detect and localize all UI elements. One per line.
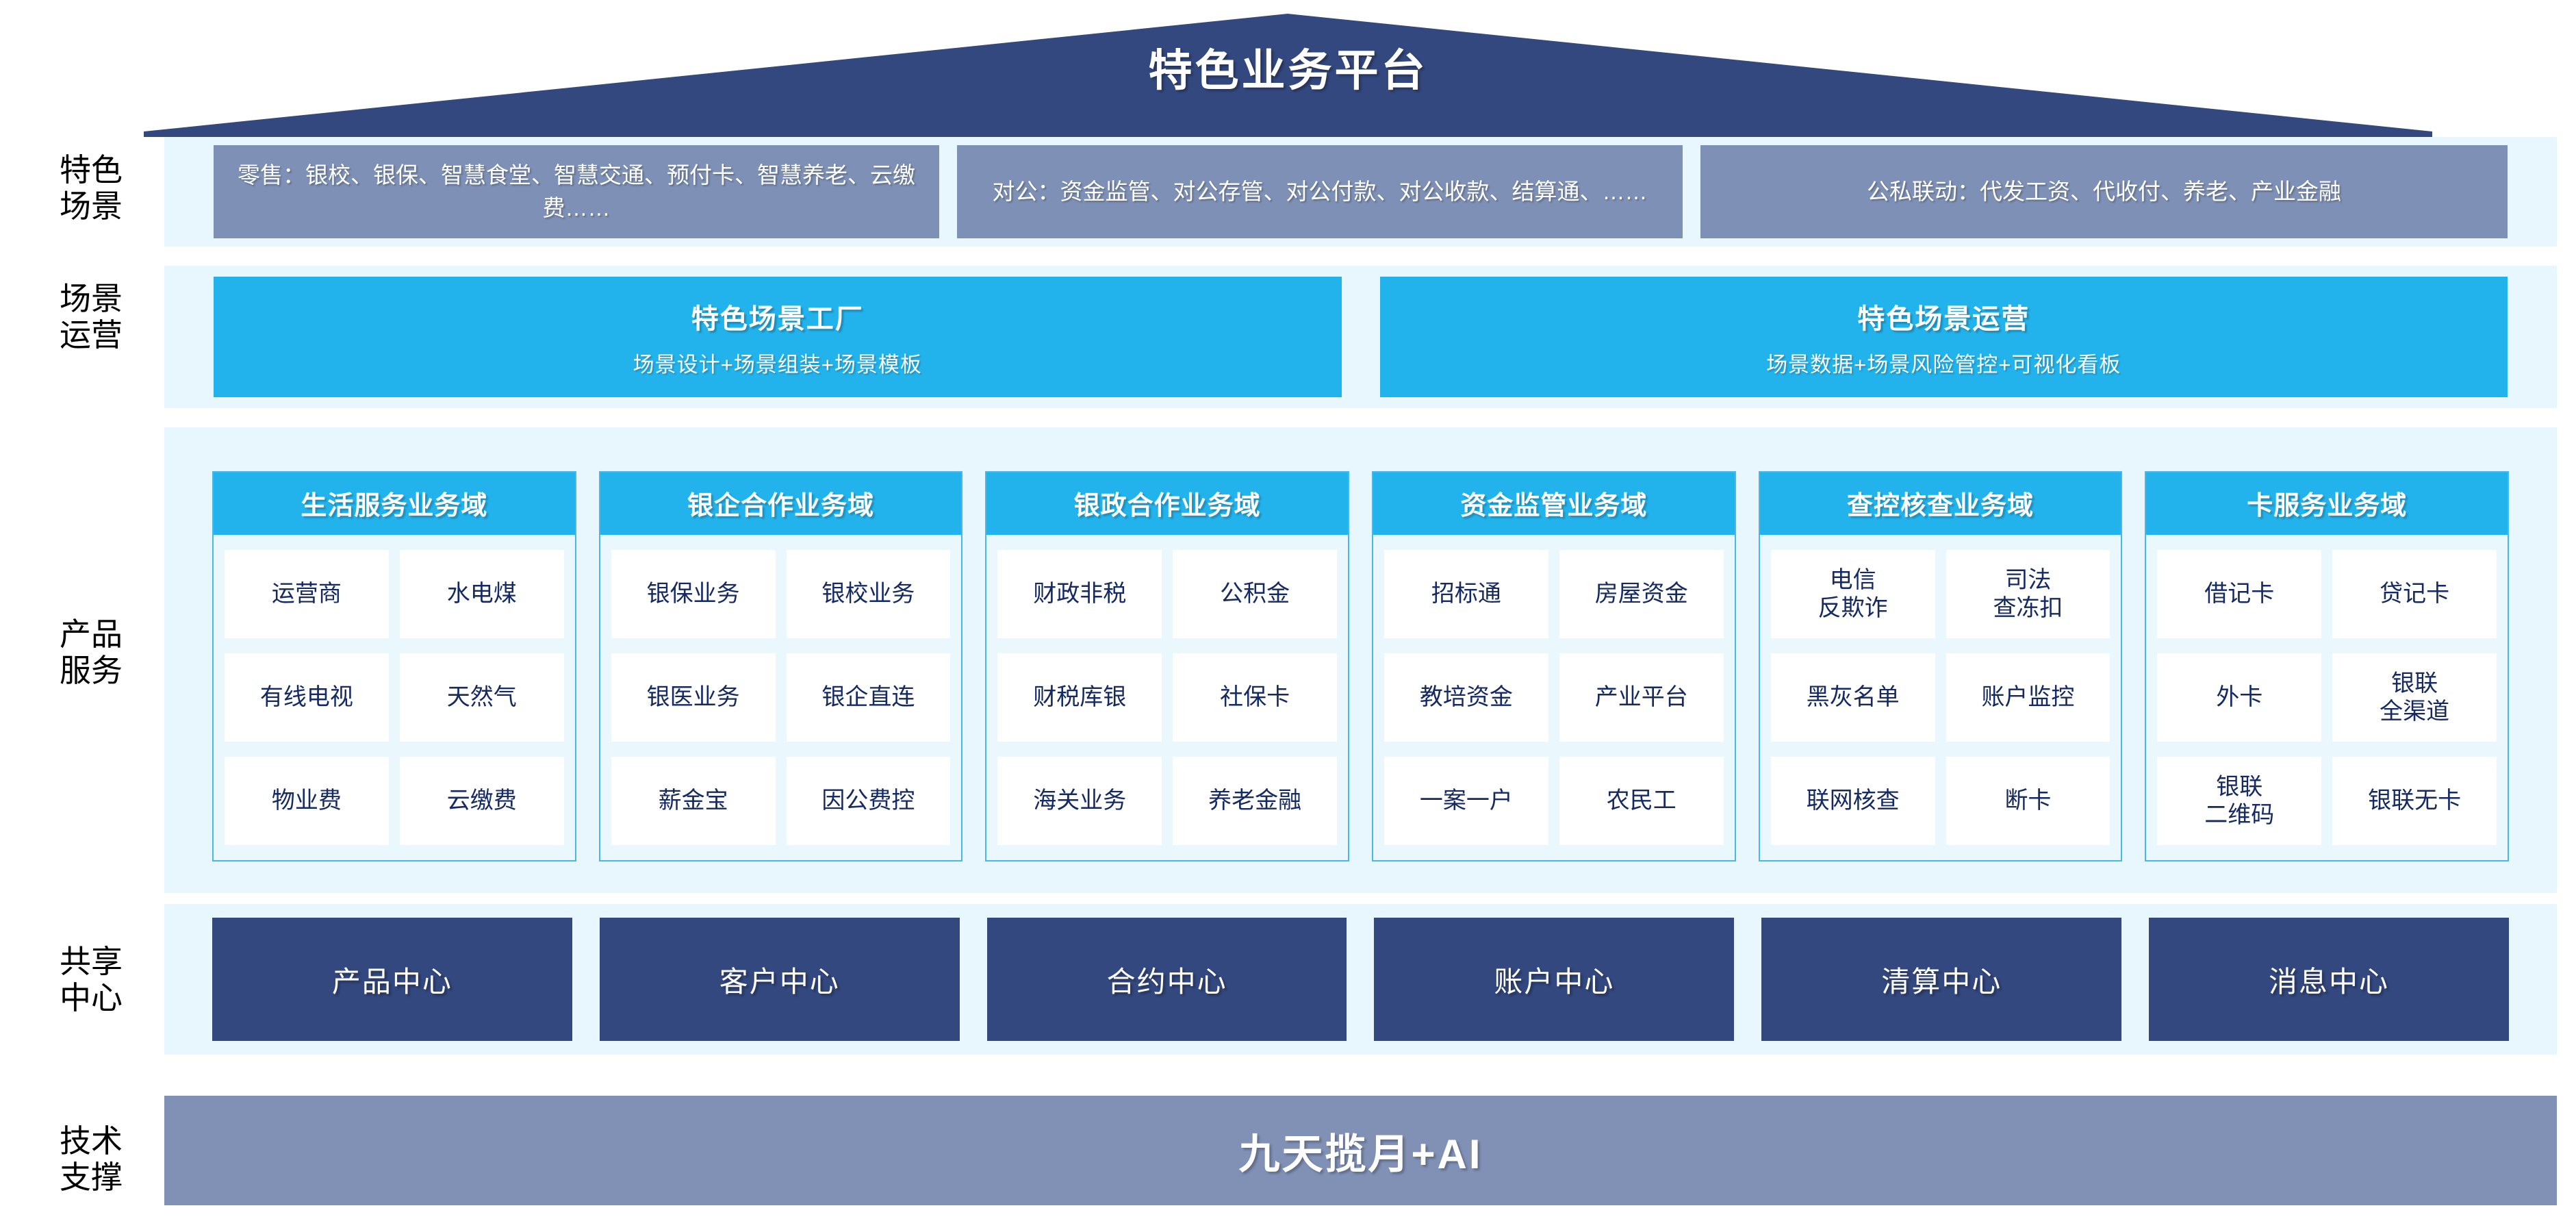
domain-item[interactable]: 公积金 xyxy=(1173,550,1338,638)
domain-item[interactable]: 教培资金 xyxy=(1384,653,1548,742)
domain-item[interactable]: 断卡 xyxy=(1946,757,2110,845)
domain-item[interactable]: 银联 二维码 xyxy=(2157,757,2322,845)
row-label-shared-center: 共享 中心 xyxy=(60,944,123,1016)
row-label-product-service: 产品 服务 xyxy=(60,616,123,688)
shared-center-contract[interactable]: 合约中心 xyxy=(986,918,1347,1041)
shared-center-settlement[interactable]: 清算中心 xyxy=(1761,918,2122,1041)
scenario-box-group: 零售：银校、银保、智慧食堂、智慧交通、预付卡、智慧养老、云缴费…… 对公：资金监… xyxy=(164,145,2557,238)
domain-item[interactable]: 财税库银 xyxy=(997,653,1162,742)
domain-item[interactable]: 天然气 xyxy=(399,653,564,742)
domain-item[interactable]: 物业费 xyxy=(225,757,389,845)
domain-item[interactable]: 贷记卡 xyxy=(2332,550,2497,638)
domain-item[interactable]: 账户监控 xyxy=(1946,653,2110,742)
domain-column-card-service[interactable]: 卡服务业务域 借记卡 贷记卡 外卡 银联 全渠道 银联 二维码 银联无卡 xyxy=(2145,471,2510,862)
domain-item[interactable]: 社保卡 xyxy=(1173,653,1338,742)
operations-subtitle-scene-operation: 场景数据+场景风险管控+可视化看板 xyxy=(1766,352,2121,377)
operations-subtitle-scene-factory: 场景设计+场景组装+场景模板 xyxy=(633,352,922,377)
domain-item[interactable]: 海关业务 xyxy=(997,757,1162,845)
domain-item[interactable]: 薪金宝 xyxy=(611,757,776,845)
row-label-scenario: 特色 场景 xyxy=(60,152,123,224)
domain-column-bank-enterprise[interactable]: 银企合作业务域 银保业务 银校业务 银医业务 银企直连 薪金宝 因公费控 xyxy=(598,471,963,862)
domain-item[interactable]: 养老金融 xyxy=(1173,757,1338,845)
domain-item-grid: 招标通 房屋资金 教培资金 产业平台 一案一户 农民工 xyxy=(1373,535,1735,860)
domain-title-life-service: 生活服务业务域 xyxy=(214,473,575,535)
operations-box-scene-operation[interactable]: 特色场景运营 场景数据+场景风险管控+可视化看板 xyxy=(1379,277,2508,397)
domain-item[interactable]: 水电煤 xyxy=(399,550,564,638)
domain-item-grid: 运营商 水电煤 有线电视 天然气 物业费 云缴费 xyxy=(214,535,575,860)
row-label-operations: 场景 运营 xyxy=(60,281,123,353)
domain-item[interactable]: 银校业务 xyxy=(786,550,951,638)
scenario-box-retail[interactable]: 零售：银校、银保、智慧食堂、智慧交通、预付卡、智慧养老、云缴费…… xyxy=(214,145,939,238)
domain-item[interactable]: 一案一户 xyxy=(1384,757,1548,845)
domain-item[interactable]: 因公费控 xyxy=(786,757,951,845)
shared-center-product[interactable]: 产品中心 xyxy=(212,918,572,1041)
shared-center-group: 产品中心 客户中心 合约中心 账户中心 清算中心 消息中心 xyxy=(164,918,2557,1041)
domain-item[interactable]: 银联无卡 xyxy=(2332,757,2497,845)
domain-title-investigation-control: 查控核查业务域 xyxy=(1759,473,2121,535)
domain-title-bank-enterprise: 银企合作业务域 xyxy=(600,473,962,535)
domain-title-card-service: 卡服务业务域 xyxy=(2146,473,2508,535)
shared-center-account[interactable]: 账户中心 xyxy=(1374,918,1735,1041)
domain-item-grid: 借记卡 贷记卡 外卡 银联 全渠道 银联 二维码 银联无卡 xyxy=(2146,535,2508,860)
domain-item[interactable]: 有线电视 xyxy=(225,653,389,742)
domain-item[interactable]: 电信 反欺诈 xyxy=(1770,550,1935,638)
domain-item-grid: 电信 反欺诈 司法 查冻扣 黑灰名单 账户监控 联网核查 断卡 xyxy=(1760,535,2121,860)
tech-support-label: 九天揽月+AI xyxy=(1238,1131,1483,1177)
domain-item[interactable]: 银联 全渠道 xyxy=(2332,653,2497,742)
domain-item[interactable]: 房屋资金 xyxy=(1559,550,1724,638)
domain-item[interactable]: 黑灰名单 xyxy=(1770,653,1935,742)
domain-item[interactable]: 借记卡 xyxy=(2157,550,2322,638)
domain-title-fund-supervision: 资金监管业务域 xyxy=(1373,473,1735,535)
domain-column-group: 生活服务业务域 运营商 水电煤 有线电视 天然气 物业费 云缴费 银企合作业务域… xyxy=(164,471,2557,862)
scenario-box-public-private[interactable]: 公私联动：代发工资、代收付、养老、产业金融 xyxy=(1700,145,2508,238)
domain-column-life-service[interactable]: 生活服务业务域 运营商 水电煤 有线电视 天然气 物业费 云缴费 xyxy=(212,471,576,862)
scenario-box-corporate[interactable]: 对公：资金监管、对公存管、对公付款、对公收款、结算通、…… xyxy=(957,145,1683,238)
platform-roof-banner: 特色业务平台 xyxy=(0,0,2576,137)
row-label-tech-support: 技术 支撑 xyxy=(60,1123,123,1195)
tech-support-band[interactable]: 九天揽月+AI xyxy=(164,1096,2557,1205)
domain-column-fund-supervision[interactable]: 资金监管业务域 招标通 房屋资金 教培资金 产业平台 一案一户 农民工 xyxy=(1372,471,1736,862)
operations-box-scene-factory[interactable]: 特色场景工厂 场景设计+场景组装+场景模板 xyxy=(214,277,1342,397)
domain-item[interactable]: 财政非税 xyxy=(997,550,1162,638)
domain-item[interactable]: 产业平台 xyxy=(1559,653,1724,742)
domain-title-bank-government: 银政合作业务域 xyxy=(986,473,1349,535)
roof-shape-icon xyxy=(144,14,2432,137)
shared-center-customer[interactable]: 客户中心 xyxy=(599,918,960,1041)
domain-column-investigation-control[interactable]: 查控核查业务域 电信 反欺诈 司法 查冻扣 黑灰名单 账户监控 联网核查 断卡 xyxy=(1758,471,2123,862)
domain-item[interactable]: 农民工 xyxy=(1559,757,1724,845)
domain-item-grid: 银保业务 银校业务 银医业务 银企直连 薪金宝 因公费控 xyxy=(600,535,962,860)
page-title: 特色业务平台 xyxy=(1148,46,1428,95)
operations-box-group: 特色场景工厂 场景设计+场景组装+场景模板 特色场景运营 场景数据+场景风险管控… xyxy=(164,277,2557,397)
domain-item[interactable]: 外卡 xyxy=(2157,653,2322,742)
domain-item[interactable]: 司法 查冻扣 xyxy=(1946,550,2110,638)
domain-item[interactable]: 云缴费 xyxy=(399,757,564,845)
domain-item[interactable]: 银医业务 xyxy=(611,653,776,742)
domain-item-grid: 财政非税 公积金 财税库银 社保卡 海关业务 养老金融 xyxy=(986,535,1348,860)
domain-item[interactable]: 银企直连 xyxy=(786,653,951,742)
domain-item[interactable]: 联网核查 xyxy=(1770,757,1935,845)
domain-item[interactable]: 运营商 xyxy=(225,550,389,638)
domain-item[interactable]: 招标通 xyxy=(1384,550,1548,638)
shared-center-message[interactable]: 消息中心 xyxy=(2149,918,2509,1041)
domain-item[interactable]: 银保业务 xyxy=(611,550,776,638)
domain-column-bank-government[interactable]: 银政合作业务域 财政非税 公积金 财税库银 社保卡 海关业务 养老金融 xyxy=(985,471,1350,862)
operations-title-scene-factory: 特色场景工厂 xyxy=(691,303,864,334)
operations-title-scene-operation: 特色场景运营 xyxy=(1857,303,2030,334)
